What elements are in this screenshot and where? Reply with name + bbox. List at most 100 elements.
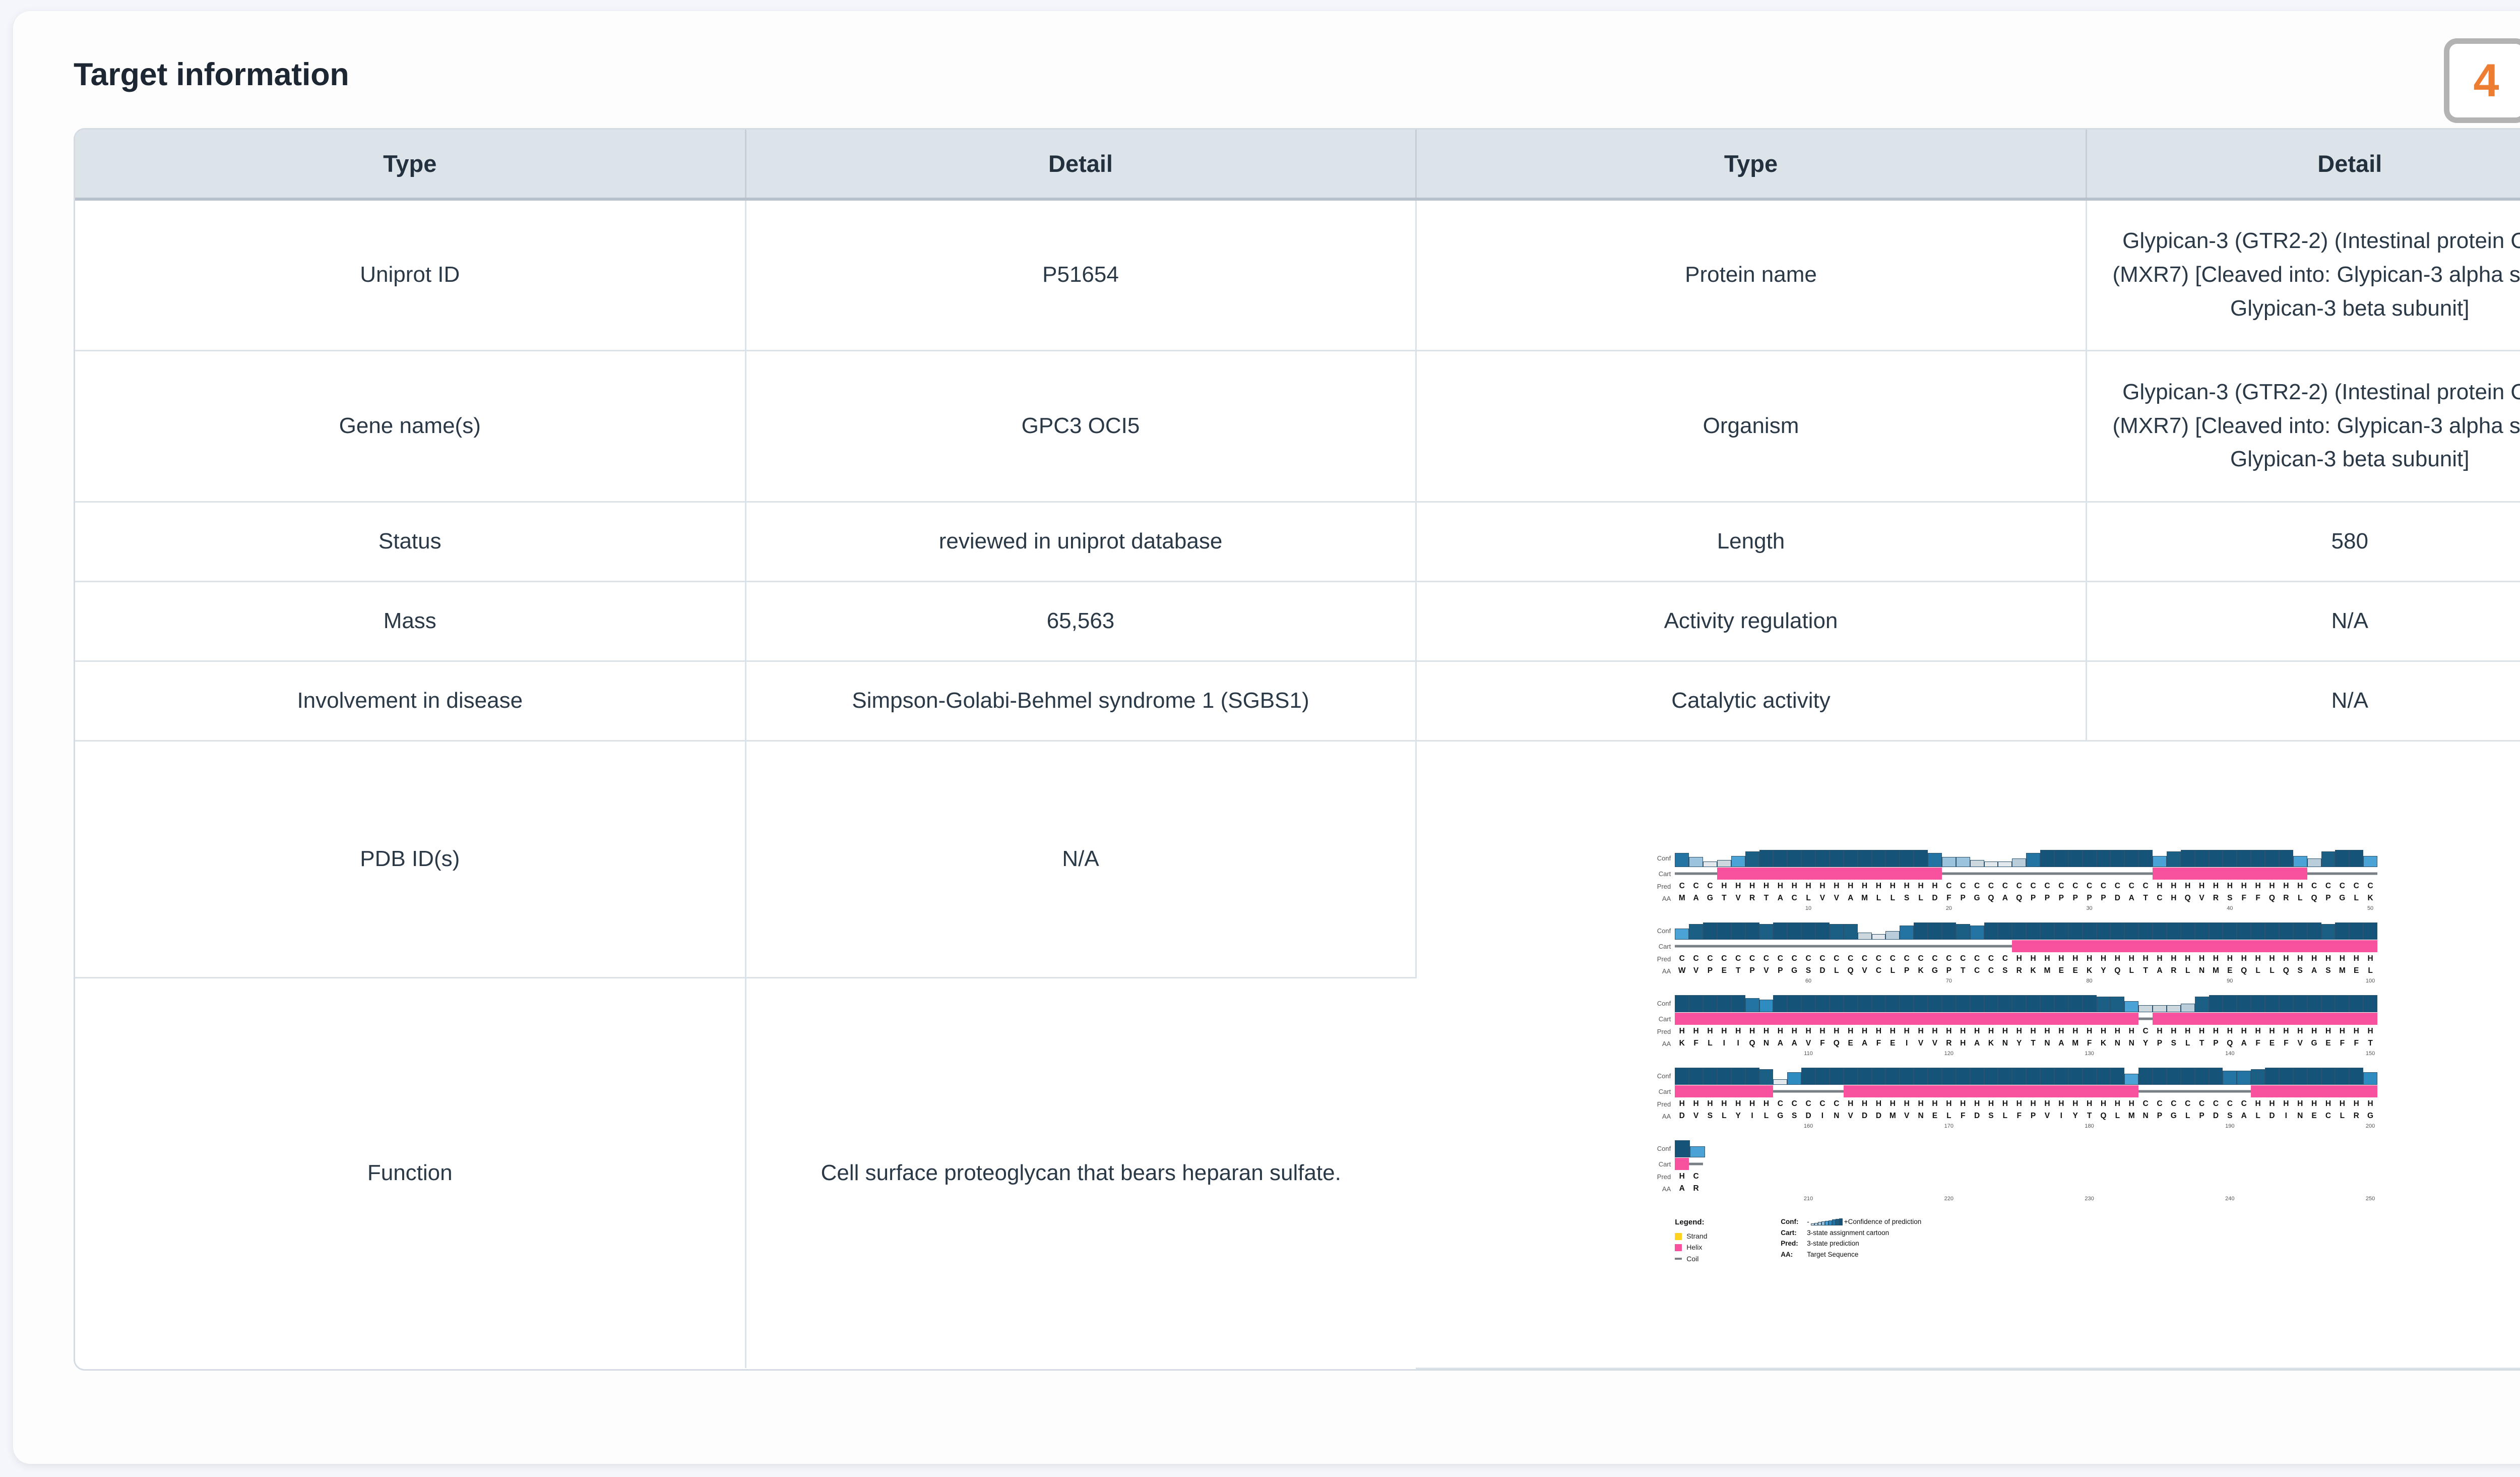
aa-char: L <box>1806 894 1811 903</box>
conf-bar <box>2138 850 2153 868</box>
ruler-tick <box>2307 904 2321 914</box>
pred-char: C <box>2044 882 2050 891</box>
aa-char: V <box>1735 894 1741 903</box>
conf-bar <box>2110 997 2125 1013</box>
pred-char: H <box>1763 882 1770 891</box>
ruler-tick <box>2110 904 2124 914</box>
ruler-tick <box>2265 1195 2279 1205</box>
pred-char: H <box>1791 882 1797 891</box>
conf-bar <box>2279 1068 2293 1085</box>
ruler-tick: 80 <box>2086 978 2093 984</box>
conf-bar <box>1928 995 1942 1013</box>
legend-title: Legend: <box>1675 1218 1705 1227</box>
pred-char: C <box>1777 954 1783 963</box>
conf-bar <box>2166 1068 2181 1085</box>
conf-bar <box>2110 1068 2125 1085</box>
legend-item-label: Helix <box>1686 1243 1703 1252</box>
pred-char: H <box>2353 1099 2359 1109</box>
conf-bar <box>1717 860 1731 868</box>
pred-char: H <box>2185 882 2191 891</box>
pred-char: H <box>1735 1099 1741 1109</box>
ruler-tick <box>1858 904 1872 914</box>
ruler-tick: 150 <box>2365 1051 2375 1057</box>
aa-char: D <box>1805 1112 1811 1121</box>
conf-bar <box>2307 995 2321 1013</box>
ruler-tick <box>2054 904 2068 914</box>
pred-char: H <box>2367 1027 2373 1036</box>
ruler-tick: 200 <box>2365 1123 2375 1130</box>
conf-bar <box>2279 995 2293 1013</box>
conf-bar <box>1759 924 1774 940</box>
ruler-tick <box>2279 977 2293 987</box>
ruler-tick <box>2167 1195 2181 1205</box>
pred-char: C <box>2325 882 2332 891</box>
conf-bar <box>2110 922 2125 940</box>
conf-bar <box>2026 1068 2040 1085</box>
conf-bar <box>2012 858 2027 868</box>
ruler-tick <box>2068 1050 2083 1060</box>
ruler-tick <box>1703 1050 1717 1060</box>
conf-bar <box>1984 1068 1998 1085</box>
ruler-tick: 130 <box>2085 1051 2094 1057</box>
conf-bar <box>1773 850 1788 868</box>
ruler-tick: 60 <box>1805 978 1812 984</box>
aa-char: F <box>1946 894 1951 903</box>
aa-char: F <box>1876 1039 1881 1048</box>
pred-char: H <box>2128 1099 2134 1109</box>
aa-char: D <box>1875 1112 1882 1121</box>
conf-bar <box>2194 1068 2209 1085</box>
column-header-type-1: Type <box>75 130 746 201</box>
pred-char: H <box>2185 954 2191 963</box>
step-badge[interactable]: 4 <box>2444 38 2520 123</box>
ruler-tick: 170 <box>1944 1123 1954 1130</box>
cell-type: Status <box>75 502 746 582</box>
ruler-tick <box>2054 1195 2068 1205</box>
conf-bar <box>1731 995 1745 1013</box>
conf-bar <box>1731 922 1745 940</box>
aa-char: G <box>2170 1112 2177 1121</box>
ruler-tick <box>1815 977 1830 987</box>
ruler-tick <box>1998 904 2012 914</box>
legend-swatch-icon <box>1675 1233 1682 1240</box>
ruler-tick <box>1928 1050 1942 1060</box>
ruler-tick <box>2068 1122 2083 1132</box>
conf-bar <box>1829 1068 1844 1085</box>
aa-char: F <box>2241 894 2246 903</box>
pred-char: C <box>2002 954 2008 963</box>
pred-char: C <box>1974 954 1980 963</box>
ruler-tick <box>2349 977 2363 987</box>
pred-char: C <box>1777 1099 1783 1109</box>
pred-char: H <box>2058 954 2064 963</box>
cell-type: Mass <box>75 581 746 662</box>
ruler-tick <box>2335 1050 2349 1060</box>
aa-char: G <box>1777 1112 1784 1121</box>
conf-bar <box>1928 922 1942 940</box>
pred-char: H <box>2353 954 2359 963</box>
aa-char: Q <box>2100 1112 2107 1121</box>
aa-char: L <box>1763 1112 1769 1121</box>
aa-char: W <box>1678 966 1686 975</box>
ruler-tick <box>1956 1195 1970 1205</box>
aa-char: Y <box>2072 1112 2078 1121</box>
pred-char: H <box>2311 954 2317 963</box>
pred-char: H <box>2114 1027 2120 1036</box>
pred-char: H <box>2058 1099 2064 1109</box>
legend-item: Coil <box>1675 1254 1781 1264</box>
pred-char: C <box>2353 882 2359 891</box>
aa-char: T <box>2031 1039 2036 1048</box>
ruler-tick <box>1885 1050 1900 1060</box>
aa-char: L <box>2255 966 2260 975</box>
pred-char: C <box>1693 1172 1699 1181</box>
ruler-tick <box>1830 904 1844 914</box>
ruler-tick <box>2026 1122 2040 1132</box>
pred-char: H <box>2255 954 2261 963</box>
conf-lane: Conf <box>1652 849 2377 868</box>
conf-bar <box>1885 1068 1900 1085</box>
ruler-tick <box>1984 1050 1998 1060</box>
pred-char: H <box>2016 1027 2022 1036</box>
conf-bar <box>2223 850 2237 868</box>
aa-char: E <box>2354 966 2359 975</box>
conf-bar <box>1900 995 1914 1013</box>
ruler-tick <box>2153 1050 2167 1060</box>
